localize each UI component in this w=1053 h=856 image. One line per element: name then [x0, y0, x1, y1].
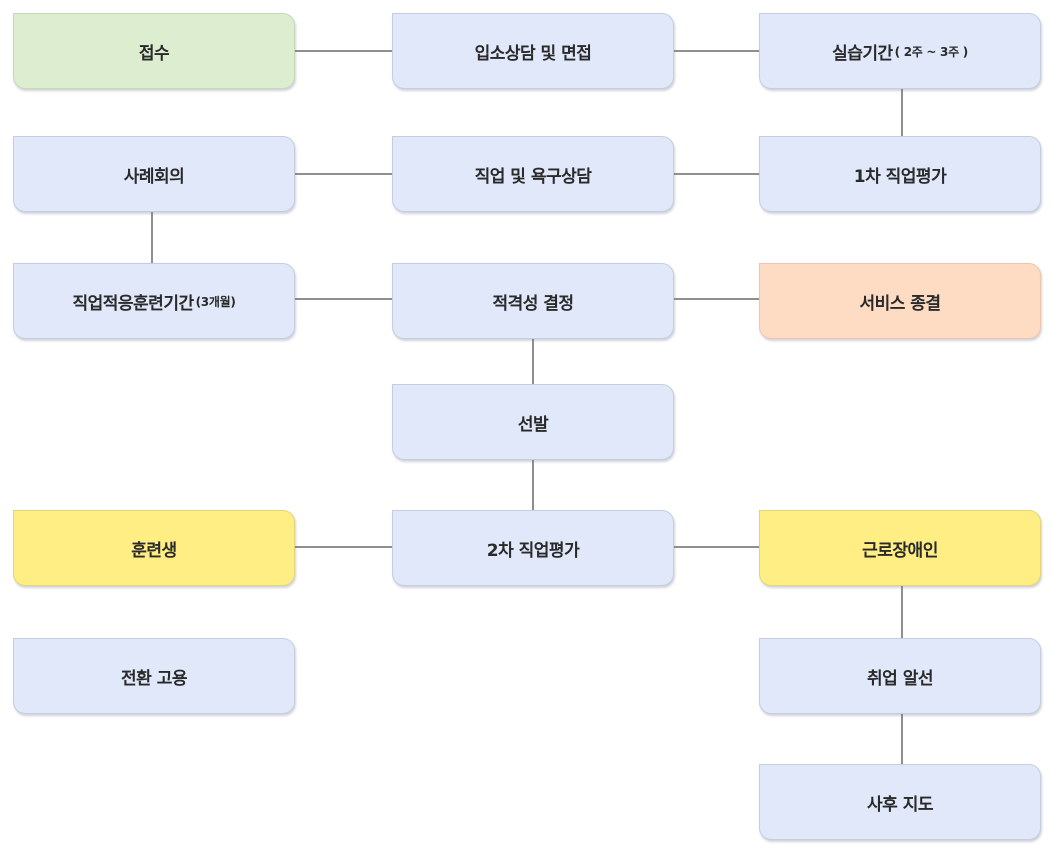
- node-adaptation-training-label: 직업적응훈련기간: [72, 293, 194, 314]
- node-admission-counseling-label: 입소상담 및 면접: [474, 43, 592, 64]
- node-adaptation-training-note: (3개월): [195, 294, 236, 309]
- node-follow-up: 사후 지도: [759, 764, 1041, 840]
- node-conversion-employment: 전환 고용: [13, 638, 295, 714]
- node-practice-period-label: 실습기간: [832, 43, 893, 64]
- node-follow-up-label: 사후 지도: [867, 794, 933, 815]
- node-service-end-label: 서비스 종결: [859, 293, 941, 314]
- node-conversion-employment-label: 전환 고용: [121, 668, 187, 689]
- node-selection-label: 선발: [517, 414, 549, 435]
- node-practice-period: 실습기간 ( 2주 ~ 3주 ): [759, 13, 1041, 89]
- node-intake: 접수: [13, 13, 295, 89]
- node-service-end: 서비스 종결: [759, 263, 1041, 339]
- node-eligibility-decision: 적격성 결정: [392, 263, 674, 339]
- node-adaptation-training: 직업적응훈련기간 (3개월): [13, 263, 295, 339]
- node-case-meeting: 사례회의: [13, 136, 295, 212]
- node-trainee-label: 훈련생: [131, 540, 177, 561]
- node-eligibility-decision-label: 적격성 결정: [492, 293, 574, 314]
- node-needs-counseling: 직업 및 욕구상담: [392, 136, 674, 212]
- node-job-placement: 취업 알선: [759, 638, 1041, 714]
- node-trainee: 훈련생: [13, 510, 295, 586]
- node-admission-counseling: 입소상담 및 면접: [392, 13, 674, 89]
- node-job-placement-label: 취업 알선: [867, 668, 933, 689]
- node-intake-label: 접수: [138, 43, 170, 64]
- node-selection: 선발: [392, 384, 674, 460]
- node-second-evaluation-label: 2차 직업평가: [486, 540, 580, 561]
- node-first-evaluation-label: 1차 직업평가: [853, 166, 947, 187]
- node-disabled-worker: 근로장애인: [759, 510, 1041, 586]
- node-first-evaluation: 1차 직업평가: [759, 136, 1041, 212]
- node-practice-period-note: ( 2주 ~ 3주 ): [894, 44, 969, 59]
- node-second-evaluation: 2차 직업평가: [392, 510, 674, 586]
- node-disabled-worker-label: 근로장애인: [862, 540, 938, 561]
- node-needs-counseling-label: 직업 및 욕구상담: [474, 166, 592, 187]
- node-case-meeting-label: 사례회의: [123, 166, 185, 187]
